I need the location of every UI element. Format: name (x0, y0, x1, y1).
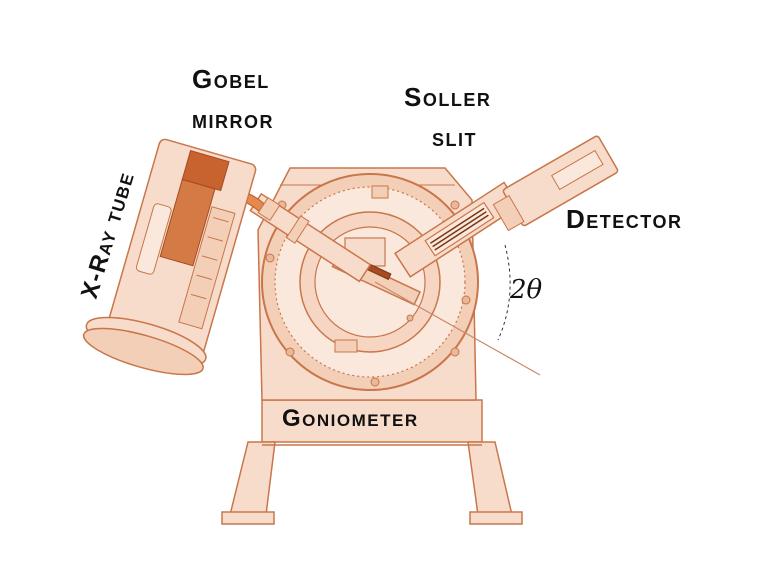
label-gobel-line1: Gobel (192, 64, 270, 94)
label-soller-line1: Soller (404, 82, 491, 112)
beam-line (374, 281, 541, 376)
angle-arc (497, 244, 511, 341)
soller-slit (424, 201, 495, 257)
label-detector: Detector (566, 204, 682, 234)
detector (492, 135, 619, 232)
label-soller-line2: slit (432, 122, 477, 152)
goniometer-housing (257, 167, 479, 401)
label-angle: 2θ (509, 275, 543, 305)
xray-tube (82, 138, 257, 376)
goniometer-stand (221, 399, 523, 525)
label-goniometer: Goniometer (282, 405, 419, 432)
label-gobel-line2: mirror (192, 104, 274, 134)
